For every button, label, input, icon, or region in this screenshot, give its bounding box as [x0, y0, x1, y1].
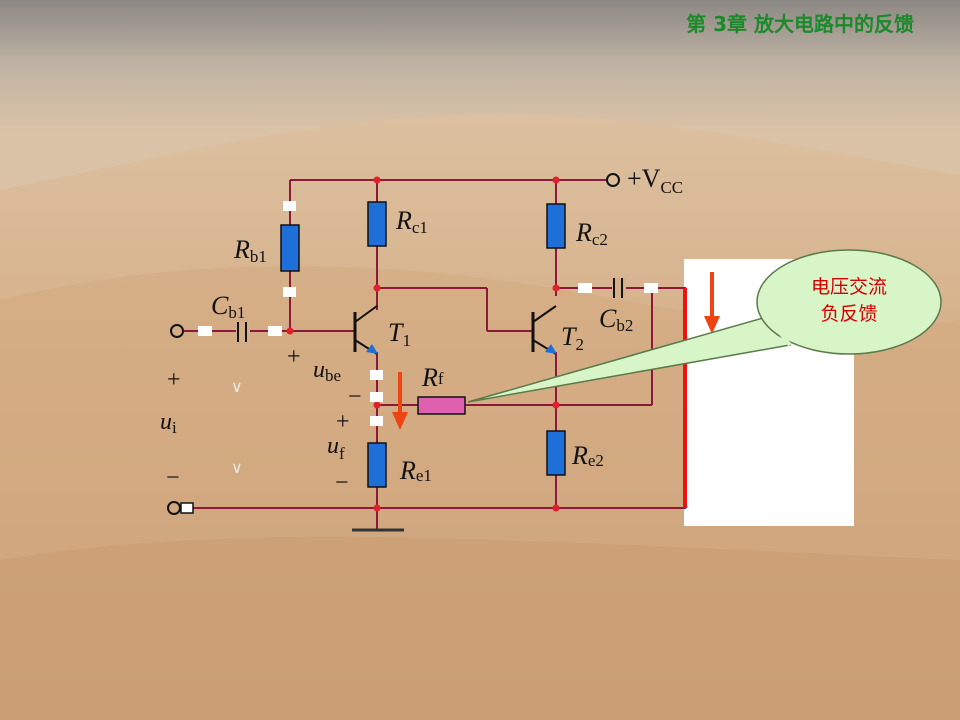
cb1-label: Cb1: [211, 291, 245, 322]
rb1-label: Rb1: [233, 235, 267, 266]
ground-terminal-box: [180, 502, 194, 514]
ground-terminal: [167, 501, 181, 515]
ube-label: ube: [313, 357, 341, 385]
circuit-wires: [184, 179, 686, 532]
dash-markers: [198, 201, 658, 426]
resistor-re1: [367, 442, 387, 488]
t2-emitter-arrow: [545, 344, 557, 354]
current-arrow-right: [704, 272, 720, 334]
rf-label: Rf: [421, 363, 444, 392]
callout-line2: 负反馈: [820, 303, 877, 325]
callout-line1: 电压交流: [811, 276, 887, 298]
vcc-label: +VCC: [627, 164, 683, 197]
re1-label: Re1: [399, 456, 432, 485]
transistor-t1: [353, 305, 378, 355]
junction-dots: [286, 176, 656, 512]
vcc-terminal: [606, 173, 620, 187]
resistor-re2: [546, 430, 566, 476]
v-mark-lower: ∨: [231, 458, 243, 477]
chapter-title: 第 3章 放大电路中的反馈: [686, 12, 914, 36]
uf-label: uf: [327, 433, 345, 463]
cb2-label: Cb2: [599, 304, 633, 335]
ui-plus: +: [167, 367, 181, 393]
t1-label: T1: [388, 318, 411, 350]
rc1-label: Rc1: [395, 206, 428, 237]
resistor-rf: [417, 396, 466, 415]
ube-minus: −: [348, 384, 362, 410]
input-terminal: [170, 324, 184, 338]
t2-label: T2: [561, 322, 584, 354]
capacitor-cb1: [236, 322, 250, 342]
ui-label: ui: [160, 409, 177, 437]
resistor-rb1: [280, 224, 300, 272]
uf-plus: +: [336, 409, 350, 435]
callout-bubble: 电压交流 负反馈: [467, 249, 942, 403]
current-arrow-left: [392, 372, 408, 430]
ui-minus: −: [166, 465, 180, 491]
resistor-rc1: [367, 201, 387, 247]
resistor-rc2: [546, 203, 566, 249]
v-mark-upper: ∨: [231, 377, 243, 396]
ube-plus: +: [287, 344, 301, 370]
capacitor-cb2: [612, 278, 626, 298]
t1-emitter-arrow: [366, 344, 378, 354]
uf-minus: −: [335, 470, 349, 496]
re2-label: Re2: [571, 441, 604, 470]
rc2-label: Rc2: [575, 218, 608, 249]
